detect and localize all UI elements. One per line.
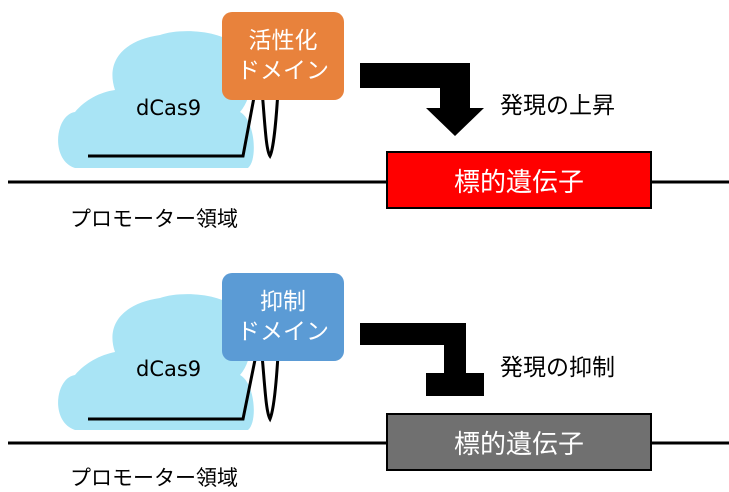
domain-line1: 抑制 — [260, 289, 306, 315]
activation-arrow — [360, 63, 484, 136]
target-gene-box: 標的遺伝子 — [386, 151, 652, 209]
dcas9-label: dCas9 — [136, 96, 202, 120]
domain-line2: ドメイン — [237, 319, 329, 345]
guide-rna-hairpin — [260, 354, 280, 423]
domain-line2: ドメイン — [237, 58, 329, 84]
repression-arrow — [360, 323, 484, 396]
guide-rna-line — [88, 75, 260, 158]
domain-line1: 活性化 — [248, 28, 318, 54]
effect-label: 発現の上昇 — [500, 93, 615, 119]
dcas9-label: dCas9 — [136, 357, 202, 381]
dcas9-cloud — [58, 294, 254, 430]
promoter-label: プロモーター領域 — [70, 466, 238, 490]
gene-label: 標的遺伝子 — [453, 429, 584, 460]
guide-rna-line — [88, 344, 260, 421]
gene-label: 標的遺伝子 — [453, 167, 584, 198]
promoter-label: プロモーター領域 — [70, 207, 238, 231]
repression-domain-box: 抑制 ドメイン — [222, 273, 344, 361]
effect-label: 発現の抑制 — [500, 355, 615, 381]
target-gene-box: 標的遺伝子 — [386, 413, 652, 471]
activation-domain-box: 活性化 ドメイン — [222, 12, 344, 100]
panel-repression — [8, 294, 729, 445]
guide-rna-hairpin — [260, 89, 280, 159]
dcas9-cloud — [58, 31, 254, 168]
